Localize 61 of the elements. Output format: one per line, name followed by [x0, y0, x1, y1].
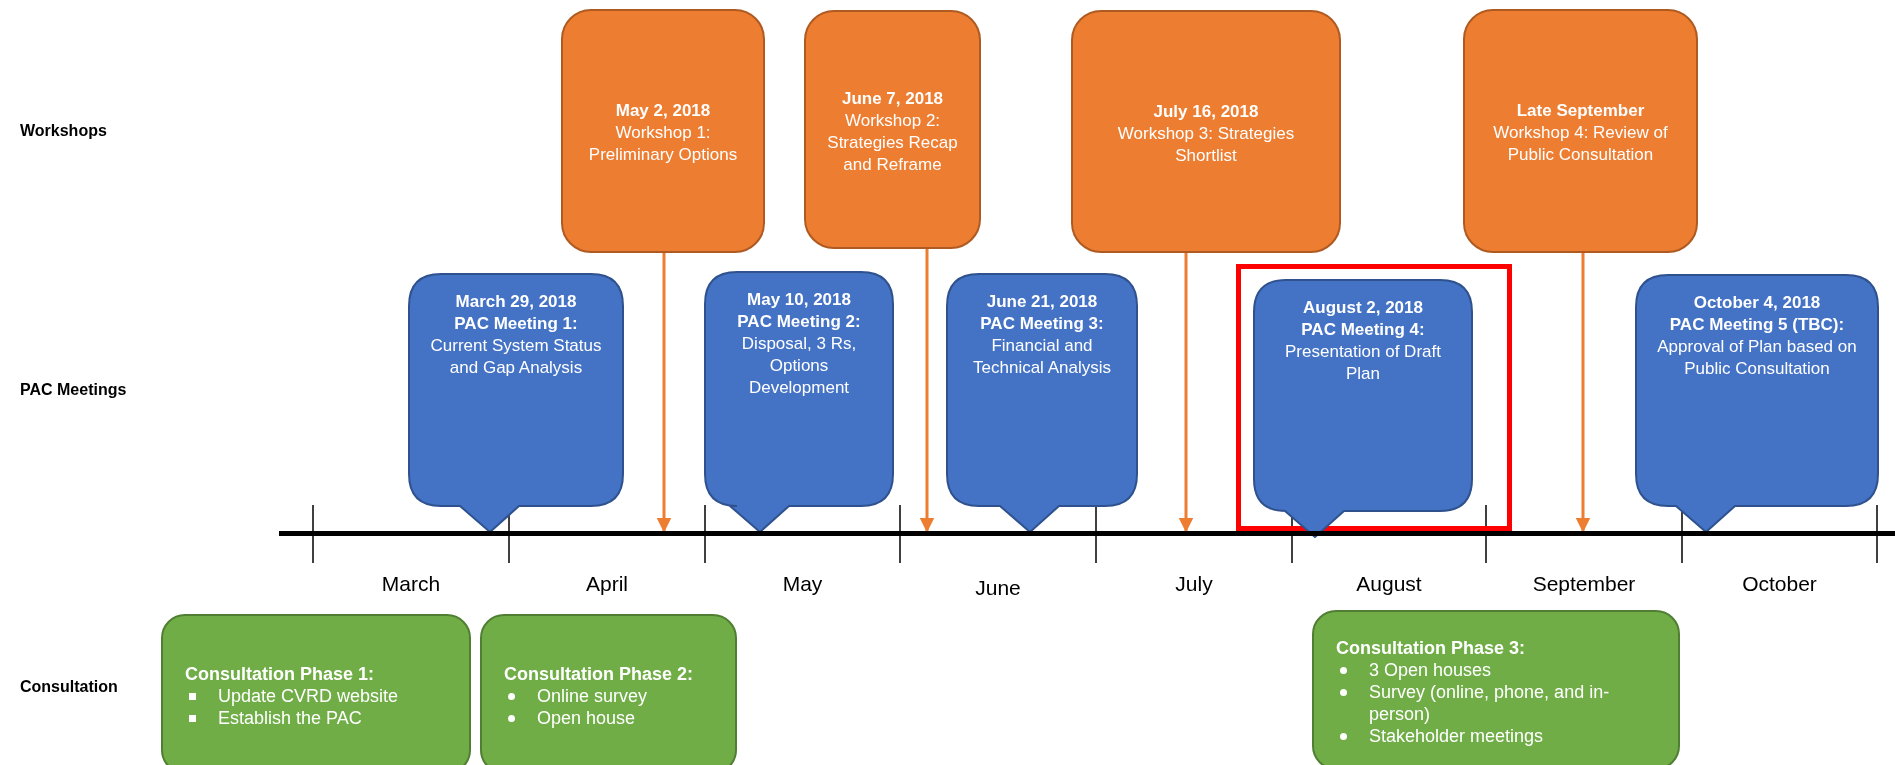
description-text: Workshop 1: Preliminary Options	[587, 122, 739, 166]
date-text: October 4, 2018	[1693, 292, 1821, 314]
description-text: Disposal, 3 Rs, Options Development	[740, 333, 858, 399]
heading-text: PAC Meeting 1:	[454, 313, 578, 335]
workshop-box	[804, 10, 981, 249]
timeline-axis	[279, 531, 1895, 536]
description-text: Current System Status and Gap Analysis	[429, 335, 603, 379]
description-text: Presentation of Draft Plan	[1284, 341, 1442, 385]
row-label: PAC Meetings	[20, 381, 127, 399]
consultation-box	[161, 614, 471, 765]
month-label: September	[1532, 572, 1636, 596]
heading-text: PAC Meeting 4:	[1301, 319, 1425, 341]
consultation-box	[480, 614, 737, 765]
workshop-box	[561, 9, 765, 253]
list-item-text: Online survey	[537, 685, 648, 707]
month-label: March	[381, 572, 441, 596]
month-label: October	[1742, 572, 1817, 596]
list-item-text: Establish the PAC	[218, 707, 362, 729]
heading-text: Consultation Phase 1:	[185, 663, 375, 685]
row-label: Consultation	[20, 678, 118, 696]
meeting-callout	[946, 273, 1138, 533]
date-text: August 2, 2018	[1303, 297, 1423, 319]
arrow	[919, 249, 935, 533]
list-item-text: Update CVRD website	[218, 685, 399, 707]
arrow	[656, 253, 672, 533]
date-text: May 2, 2018	[615, 100, 711, 122]
description-text: Financial and Technical Analysis	[972, 335, 1112, 379]
workshop-box	[1071, 10, 1341, 253]
month-label: August	[1356, 572, 1422, 596]
list-item-text: Stakeholder meetings	[1369, 725, 1544, 747]
arrow	[1575, 253, 1591, 533]
list-item-text: Survey (online, phone, and in-person)	[1369, 681, 1611, 725]
list-item-text: Open house	[537, 707, 636, 729]
workshop-box	[1463, 9, 1698, 253]
description-text: Approval of Plan based on Public Consultation	[1656, 336, 1858, 380]
date-text: March 29, 2018	[455, 291, 577, 313]
heading-text: PAC Meeting 3:	[980, 313, 1104, 335]
meeting-callout	[1635, 274, 1879, 533]
meeting-callout	[1253, 279, 1473, 538]
description-text: Workshop 4: Review of Public Consultation	[1492, 122, 1669, 166]
description-text: Workshop 2: Strategies Recap and Reframe	[826, 109, 959, 176]
consultation-box	[1312, 610, 1680, 765]
month-label: May	[782, 572, 823, 596]
list-item-text: 3 Open houses	[1369, 659, 1492, 681]
date-text: Late September	[1516, 100, 1645, 122]
month-label: June	[975, 576, 1021, 600]
date-text: May 10, 2018	[747, 289, 851, 311]
heading-text: PAC Meeting 5 (TBC):	[1669, 314, 1845, 336]
date-text: July 16, 2018	[1153, 100, 1259, 123]
description-text: Workshop 3: Strategies Shortlist	[1116, 122, 1296, 167]
heading-text: PAC Meeting 2:	[737, 311, 861, 333]
meeting-callout	[704, 271, 894, 533]
meeting-callout	[408, 273, 624, 533]
heading-text: Consultation Phase 2:	[504, 663, 694, 685]
heading-text: Consultation Phase 3:	[1336, 637, 1526, 659]
row-label: Workshops	[20, 122, 107, 140]
arrow	[1178, 253, 1194, 533]
month-label: July	[1175, 572, 1213, 596]
date-text: June 7, 2018	[841, 87, 944, 110]
month-label: April	[586, 572, 628, 596]
date-text: June 21, 2018	[986, 291, 1098, 313]
